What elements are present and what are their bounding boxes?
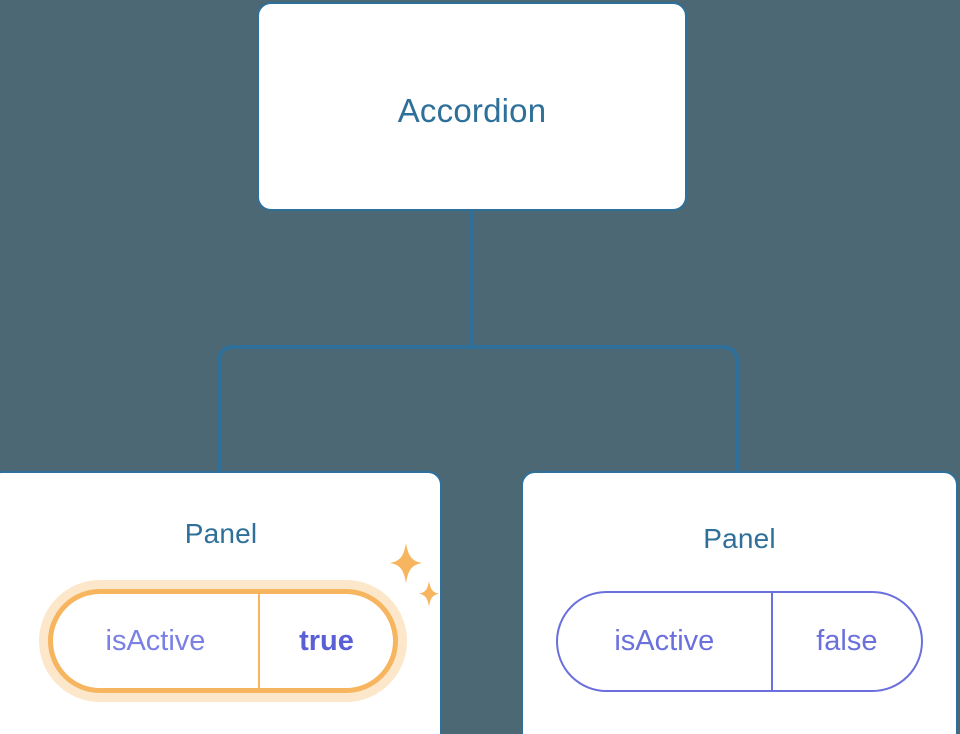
prop-key-isactive: isActive <box>614 625 715 657</box>
prop-key-isactive: isActive <box>105 624 206 657</box>
edge-bus-left <box>217 345 472 472</box>
node-accordion-label: Accordion <box>397 92 547 129</box>
prop-pill-isactive-true[interactable]: isActive true <box>48 589 398 693</box>
node-panel-active-label: Panel <box>184 518 258 549</box>
node-panel-inactive-label: Panel <box>703 523 776 554</box>
edge-bus-right <box>472 345 739 472</box>
prop-pill-isactive-false[interactable]: isActive false <box>556 591 923 692</box>
prop-value-false: false <box>770 593 921 690</box>
prop-value-true: true <box>257 594 393 688</box>
node-accordion[interactable]: Accordion <box>257 2 687 211</box>
